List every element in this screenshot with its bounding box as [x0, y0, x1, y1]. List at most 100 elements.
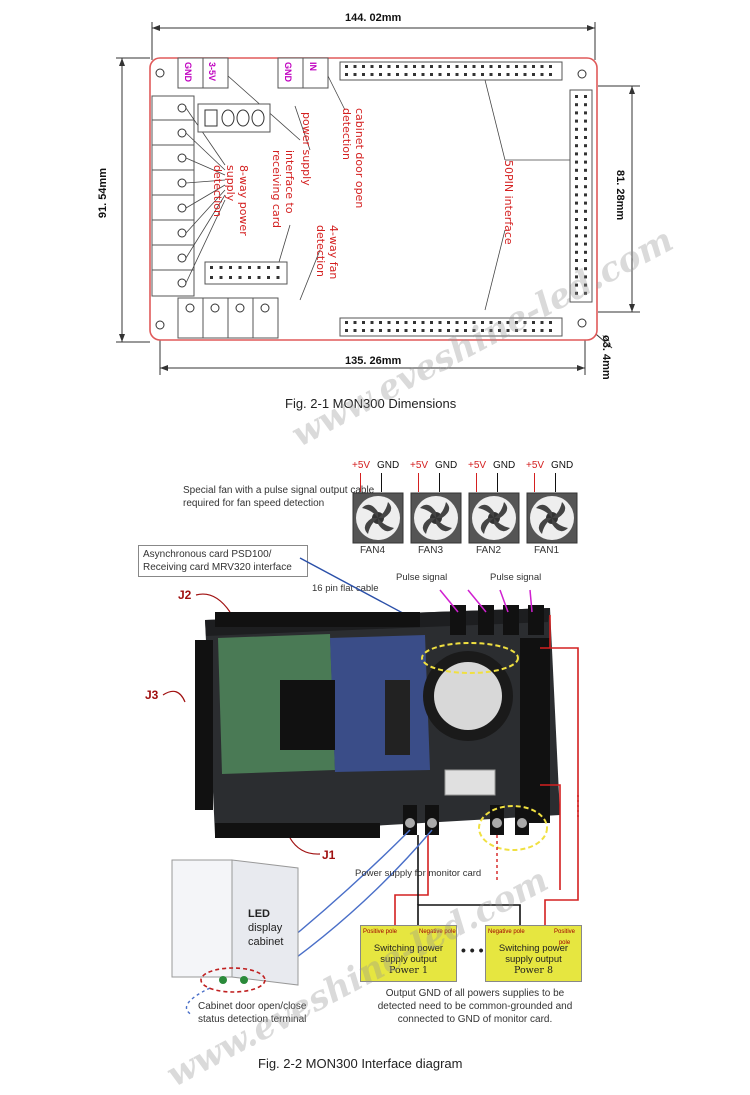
fan-name-label: FAN4 [360, 545, 386, 556]
j2-label: J2 [178, 588, 192, 602]
pin-dot [549, 73, 552, 76]
dim-height-right: 81. 28mm [614, 170, 626, 221]
pin-dot [584, 119, 587, 123]
pin-dot [584, 242, 587, 246]
50pin-label: 50PIN interface [502, 160, 515, 245]
pin-dot [575, 95, 578, 98]
pin-dot [430, 329, 433, 332]
pin-dot [219, 266, 223, 269]
psu1-positive: Positive pole [363, 929, 398, 935]
pin-dot [481, 65, 484, 68]
pin-dot [549, 321, 552, 324]
pin-dot [584, 193, 587, 197]
pin-dot [257, 276, 261, 279]
pin-dot [396, 73, 399, 76]
pin-dot [584, 160, 587, 164]
pin-dot [370, 329, 374, 332]
pin-dot [210, 276, 213, 279]
pin-dot [575, 103, 578, 107]
fig2-caption: Fig. 2-2 MON300 Interface diagram [258, 1056, 463, 1071]
pin-dot [345, 329, 348, 332]
pin-dot [413, 65, 416, 68]
fan-wires [534, 473, 556, 492]
fan-2 [468, 492, 520, 544]
pin-dot [276, 266, 280, 269]
pin-dot [370, 321, 374, 324]
pin-dot [387, 65, 391, 68]
fan-plus-label: +5V [468, 460, 487, 471]
pin-dot [472, 73, 476, 76]
pin-dot [489, 73, 493, 76]
pin-dot [584, 218, 587, 221]
pin-dot [464, 65, 467, 68]
gnd-note: Output GND of all powers supplies to be … [377, 988, 573, 1025]
pin-dot [575, 177, 578, 180]
pin-dot [549, 329, 552, 332]
pin-dot [584, 103, 587, 107]
pin-dot [455, 329, 459, 332]
pin-dot [506, 329, 510, 332]
pin-dot [515, 321, 518, 324]
pin-dot [515, 65, 518, 68]
pin-dot [248, 266, 251, 269]
pin-dot [447, 321, 450, 324]
conn-gnd2-label: GND [283, 62, 293, 82]
pin-dot [455, 321, 459, 324]
pin-dot [506, 73, 510, 76]
pin-dot [413, 321, 416, 324]
pin-dot [370, 65, 374, 68]
led-line3: cabinet [248, 936, 284, 948]
fan-1 [526, 492, 578, 544]
pin-dot [421, 65, 425, 68]
pin-dot [430, 73, 433, 76]
pin-dot [498, 321, 501, 324]
pin-dot [523, 65, 527, 68]
fan-icon [410, 492, 462, 544]
header-pins [210, 65, 587, 332]
pin-dot [584, 177, 587, 180]
pin-dot [584, 291, 587, 295]
psu1-negative: Negative pole [419, 929, 456, 935]
pin-dot [515, 73, 518, 76]
pin-dot [455, 65, 459, 68]
fan-gnd-label: GND [493, 460, 516, 471]
psu1-title: Switching power supply output [373, 943, 444, 965]
pin-dot [584, 95, 587, 98]
psu1-sub: Power 1 [388, 965, 429, 976]
dimension-drawing [116, 22, 640, 375]
fan-detection-label: 4-way fan detection [314, 225, 340, 280]
pin-dot [353, 65, 357, 68]
pin-dot [515, 329, 518, 332]
pin-dot [489, 321, 493, 324]
pin-dot [438, 329, 442, 332]
pin-dot [575, 168, 578, 172]
pin-dot [387, 329, 391, 332]
pin-dot [362, 329, 365, 332]
pin-dot [396, 65, 399, 68]
fan-plus-label: +5V [526, 460, 545, 471]
pin-dot [540, 65, 544, 68]
led-line2: display [248, 922, 283, 934]
dimension-figure: 144. 02mm 91. 54mm 81. 28mm 135. 26mm ø3… [0, 0, 750, 430]
pin-dot [584, 111, 587, 115]
pin-dot [498, 329, 501, 332]
pin-dot [353, 321, 357, 324]
j1-label: J1 [322, 848, 336, 862]
pin-dot [248, 276, 251, 279]
fan-4 [352, 492, 404, 544]
pin-dot [575, 218, 578, 221]
fan-name-label: FAN3 [418, 545, 444, 556]
pin-dot [498, 73, 501, 76]
pin-dot [464, 329, 467, 332]
pin-dot [481, 73, 484, 76]
fan-wires [360, 473, 382, 492]
pin-dot [481, 329, 484, 332]
pin-dot [421, 329, 425, 332]
psu-ellipsis: • • • [461, 942, 484, 958]
pin-dot [575, 226, 578, 230]
pin-dot [575, 259, 578, 262]
pin-dot [370, 73, 374, 76]
pin-dot [379, 329, 382, 332]
pin-dot [575, 209, 578, 213]
